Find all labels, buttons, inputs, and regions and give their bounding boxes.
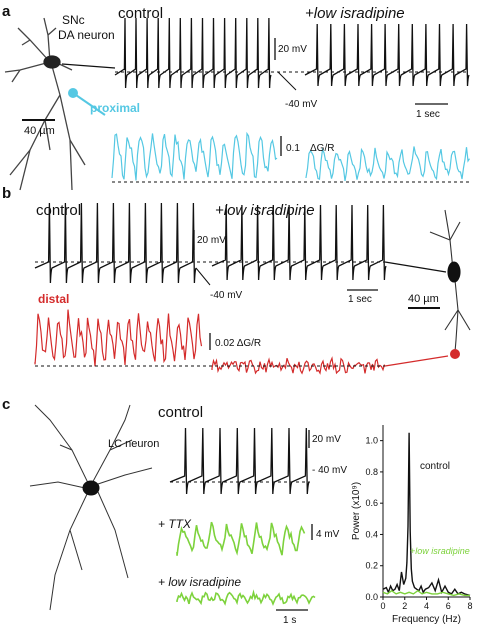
panel-a: a SNc DA neuron control +low isradipine … [2, 3, 471, 191]
panel-c-voltage-scale: 20 mV [312, 434, 341, 445]
chart-y-tick-label: 0.4 [365, 529, 378, 539]
panel-a-level-pointer [277, 71, 297, 91]
panel-c-ttx-scale: 4 mV [316, 529, 340, 540]
proximal-calcium-trace-isradipine [305, 146, 471, 181]
panel-b-isradipine-voltage-trace [211, 204, 387, 281]
panel-c-drug-label: + low isradipine [158, 575, 241, 589]
chart-x-tick-label: 4 [424, 601, 429, 611]
panel-b-letter: b [2, 185, 11, 202]
panel-a-letter: a [2, 3, 11, 20]
distal-pointer-arrow [384, 355, 449, 367]
chart-x-tick-label: 6 [446, 601, 451, 611]
panel-a-time-scale: 1 sec [416, 109, 440, 120]
panel-a-dye-site-label: proximal [90, 101, 140, 115]
panel-b-time-scale: 1 sec [348, 294, 372, 305]
panel-c-control-voltage-trace [169, 427, 310, 495]
snc-neuron-morphology [4, 17, 86, 191]
panel-a-cell-label-2: DA neuron [58, 28, 115, 42]
panel-c-ttx-label: + TTX [158, 517, 192, 531]
panel-c-cell-label: LC neuron [108, 438, 159, 450]
chart-x-label: Frequency (Hz) [392, 614, 461, 625]
panel-a-micrometer-scale: 40 µm [24, 125, 55, 137]
dendrite-neuron-morphology [429, 209, 471, 353]
chart-series-line-1 [382, 589, 470, 597]
chart-x-tick-label: 8 [467, 601, 472, 611]
panel-a-isradipine-voltage-trace [304, 23, 470, 87]
distal-calcium-trace-isradipine [211, 356, 386, 375]
panel-b-voltage-level: -40 mV [210, 290, 243, 301]
chart-y-tick-label: 1.0 [365, 436, 378, 446]
panel-b: b control +low isradipine 20 mV -40 mV 1… [2, 185, 471, 375]
chart-annotation-control: control [420, 461, 450, 472]
chart-y-tick-label: 0.8 [365, 467, 378, 477]
chart-series-line-0 [382, 432, 471, 597]
panel-b-control-voltage-trace [34, 202, 197, 284]
panel-a-control-label: control [118, 5, 163, 22]
panel-a-voltage-level: -40 mV [285, 99, 318, 110]
panel-a-control-voltage-trace [114, 17, 272, 89]
panel-b-voltage-scale: 20 mV [197, 235, 226, 246]
panel-c-time-scale: 1 s [283, 615, 296, 626]
panel-b-level-pointer [195, 267, 211, 286]
panel-a-dye-units: ΔG/R [310, 143, 334, 154]
panel-c-ttx-trace [176, 521, 306, 556]
distal-calcium-trace-control [34, 309, 203, 367]
panel-a-drug-label: +low isradipine [305, 5, 405, 22]
lc-neuron-morphology [29, 404, 153, 611]
panel-b-drug-label: +low isradipine [215, 202, 315, 219]
proximal-pointer-arrow [72, 92, 106, 116]
panel-b-control-label: control [36, 202, 81, 219]
panel-c-letter: c [2, 396, 10, 413]
panel-a-cell-label-1: SNc [62, 13, 85, 27]
panel-a-dye-scale: 0.1 [286, 143, 300, 154]
chart-y-label: Power (x10⁹) [351, 482, 362, 540]
panel-c-isradipine-trace [176, 589, 316, 607]
chart-y-tick-label: 0.2 [365, 561, 378, 571]
chart-x-tick-label: 0 [380, 601, 385, 611]
proximal-calcium-trace-control [111, 131, 278, 181]
panel-b-micrometer-scale: 40 µm [408, 293, 439, 305]
panel-c-control-label: control [158, 404, 203, 421]
panel-c: c LC neuron control 20 mV - 40 mV + TTX … [2, 396, 473, 626]
chart-y-tick-label: 0.0 [365, 592, 378, 602]
soma-pointer-arrow [61, 63, 116, 69]
chart-y-tick-label: 0.6 [365, 498, 378, 508]
panel-b-dye-scale: 0.02 ΔG/R [215, 338, 261, 349]
chart-annotation-isradipine: +low isradipine [410, 546, 470, 556]
panel-b-soma-pointer [384, 261, 447, 273]
chart-x-tick-label: 2 [402, 601, 407, 611]
panel-a-voltage-scale: 20 mV [278, 44, 307, 55]
panel-c-voltage-level: - 40 mV [312, 465, 347, 476]
distal-site-marker [450, 349, 460, 359]
panel-b-dye-site-label: distal [38, 292, 69, 306]
